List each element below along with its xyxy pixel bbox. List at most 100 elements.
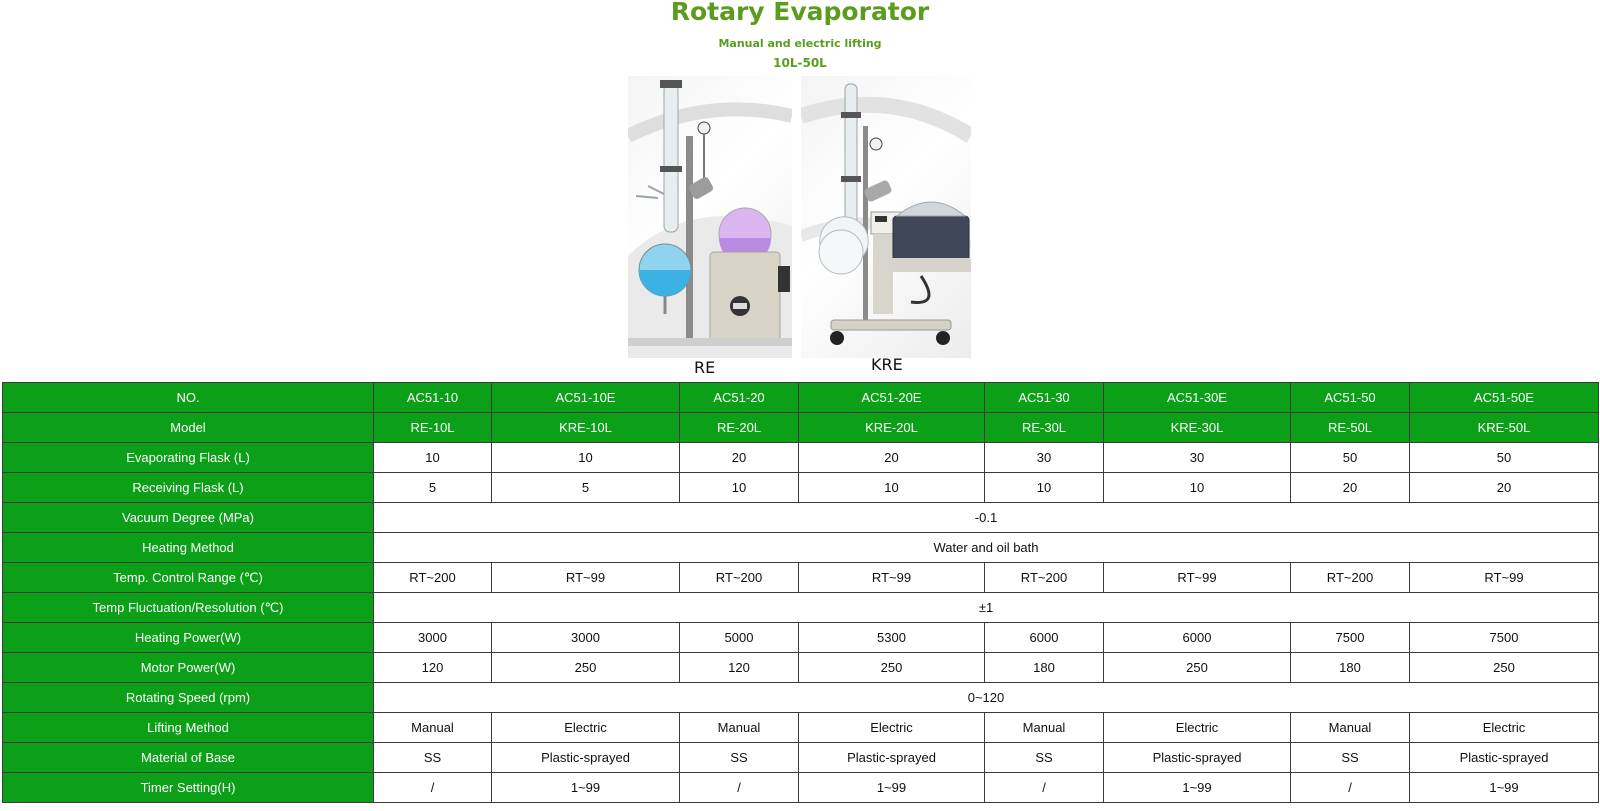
spec-shared-value: Water and oil bath [373,532,1599,563]
spec-header-cell: KRE-30L [1103,412,1291,443]
spec-row-label: Model [2,412,374,443]
spec-header-cell: AC51-20 [679,382,799,413]
spec-cell: Plastic-sprayed [1103,742,1291,773]
spec-row-label: Rotating Speed (rpm) [2,682,374,713]
spec-cell: RT~99 [798,562,985,593]
spec-row-label: NO. [2,382,374,413]
spec-cell: 5000 [679,622,799,653]
spec-cell: 180 [984,652,1104,683]
spec-cell: / [984,772,1104,803]
spec-cell: Plastic-sprayed [1409,742,1599,773]
spec-cell: 10 [1103,472,1291,503]
spec-cell: 3000 [373,622,492,653]
spec-cell: 1~99 [1103,772,1291,803]
spec-cell: Manual [1290,712,1410,743]
spec-cell: 20 [798,442,985,473]
spec-row-label: Timer Setting(H) [2,772,374,803]
spec-header-cell: AC51-10E [491,382,680,413]
spec-row: Timer Setting(H)/1~99/1~99/1~99/1~99 [2,772,1599,803]
spec-cell: 1~99 [798,772,985,803]
spec-cell: SS [679,742,799,773]
spec-header-cell: RE-50L [1290,412,1410,443]
spec-header-cell: KRE-50L [1409,412,1599,443]
page-title: Rotary Evaporator [670,0,930,26]
spec-row: Temp Fluctuation/Resolution (℃)±1 [2,592,1599,623]
re-product-image [628,76,792,358]
spec-cell: Manual [679,712,799,743]
spec-cell: 250 [1409,652,1599,683]
spec-cell: / [1290,772,1410,803]
spec-cell: 1~99 [491,772,680,803]
spec-cell: Manual [984,712,1104,743]
spec-cell: Electric [798,712,985,743]
spec-cell: 10 [373,442,492,473]
spec-row-label: Receiving Flask (L) [2,472,374,503]
spec-row-label: Material of Base [2,742,374,773]
spec-cell: 7500 [1409,622,1599,653]
spec-row-label: Evaporating Flask (L) [2,442,374,473]
spec-cell: 5 [491,472,680,503]
spec-cell: RT~200 [679,562,799,593]
spec-cell: / [373,772,492,803]
spec-cell: Plastic-sprayed [491,742,680,773]
spec-header-cell: AC51-30 [984,382,1104,413]
capacity-range: 10L-50L [773,56,827,70]
spec-cell: 10 [491,442,680,473]
spec-cell: 250 [491,652,680,683]
spec-header-cell: RE-10L [373,412,492,443]
spec-cell: 5 [373,472,492,503]
spec-cell: 6000 [984,622,1104,653]
spec-header-cell: KRE-20L [798,412,985,443]
spec-row-label: Vacuum Degree (MPa) [2,502,374,533]
spec-header-cell: RE-30L [984,412,1104,443]
kre-caption: KRE [871,355,903,374]
spec-cell: 20 [1290,472,1410,503]
spec-header-cell: AC51-50E [1409,382,1599,413]
page-subtitle: Manual and electric lifting [718,37,882,50]
spec-row-label: Temp Fluctuation/Resolution (℃) [2,592,374,623]
spec-row-label: Lifting Method [2,712,374,743]
spec-cell: Electric [1103,712,1291,743]
spec-cell: 30 [1103,442,1291,473]
spec-shared-value: -0.1 [373,502,1599,533]
product-hero: Rotary Evaporator Manual and electric li… [0,0,1600,382]
spec-cell: 20 [679,442,799,473]
spec-header-cell: RE-20L [679,412,799,443]
spec-cell: Electric [491,712,680,743]
spec-cell: 180 [1290,652,1410,683]
spec-cell: 7500 [1290,622,1410,653]
spec-cell: RT~99 [491,562,680,593]
spec-cell: 10 [679,472,799,503]
spec-cell: 120 [373,652,492,683]
kre-product-image [801,76,971,358]
spec-header-cell: AC51-10 [373,382,492,413]
spec-cell: 10 [984,472,1104,503]
spec-row-label: Motor Power(W) [2,652,374,683]
spec-cell: RT~99 [1409,562,1599,593]
spec-cell: 250 [798,652,985,683]
spec-row-label: Temp. Control Range (℃) [2,562,374,593]
spec-cell: 120 [679,652,799,683]
spec-cell: Electric [1409,712,1599,743]
spec-row-label: Heating Power(W) [2,622,374,653]
re-caption: RE [694,358,716,377]
spec-row: Rotating Speed (rpm)0~120 [2,682,1599,713]
spec-cell: SS [373,742,492,773]
spec-cell: RT~200 [984,562,1104,593]
spec-row: Vacuum Degree (MPa)-0.1 [2,502,1599,533]
spec-cell: 20 [1409,472,1599,503]
spec-header-cell: AC51-50 [1290,382,1410,413]
spec-cell: Manual [373,712,492,743]
spec-cell: 1~99 [1409,772,1599,803]
spec-header-cell: AC51-30E [1103,382,1291,413]
spec-cell: 6000 [1103,622,1291,653]
spec-shared-value: ±1 [373,592,1599,623]
spec-cell: 50 [1290,442,1410,473]
